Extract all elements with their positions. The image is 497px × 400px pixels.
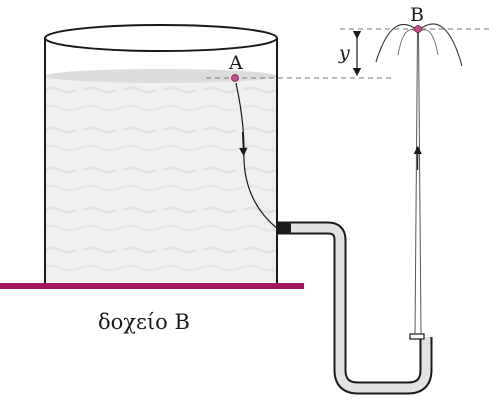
point-b-label: B xyxy=(410,4,424,26)
container-rim xyxy=(44,24,278,52)
water-jet xyxy=(375,23,463,335)
point-a-label: A xyxy=(228,52,243,74)
tube-nozzle xyxy=(409,333,425,340)
container-caption: δοχείο Β xyxy=(98,310,190,334)
height-label-y: y xyxy=(338,42,350,64)
point-a-marker xyxy=(231,74,239,82)
container xyxy=(44,24,278,283)
water-body xyxy=(45,72,277,282)
streamline-arrow-down xyxy=(239,131,248,157)
tube-joint xyxy=(277,222,291,234)
water-surface xyxy=(45,69,277,83)
base-bar xyxy=(0,283,304,289)
outlet-tube xyxy=(277,221,433,395)
point-b-marker xyxy=(414,25,422,33)
